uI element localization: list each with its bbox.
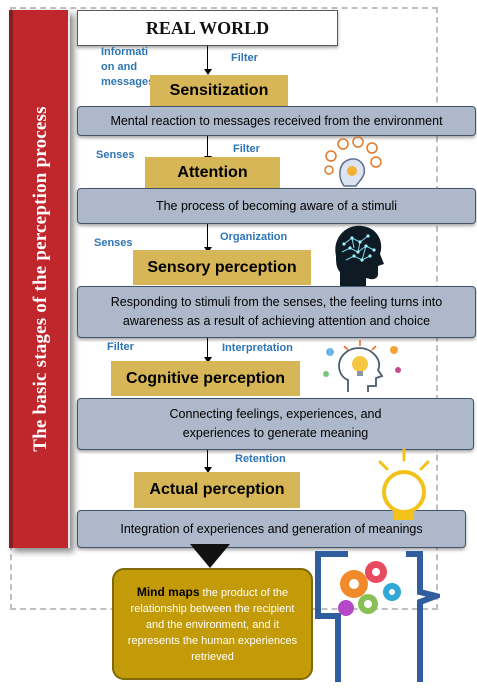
side-title: The basic stages of the perception proce… xyxy=(29,106,51,452)
arrow-head xyxy=(204,357,212,363)
mind-maps-title: Mind maps xyxy=(136,584,200,599)
side-title-bar: The basic stages of the perception proce… xyxy=(9,10,70,548)
arrow-line xyxy=(207,338,208,358)
arrow-line xyxy=(207,450,208,468)
stage-attention-description: The process of becoming aware of a stimu… xyxy=(77,188,476,224)
stage-sensitization-description: Mental reaction to messages received fro… xyxy=(77,106,476,136)
real-world-box: REAL WORLD xyxy=(77,10,338,46)
arrow-line xyxy=(207,136,208,158)
arrow-head xyxy=(204,69,212,75)
stage-sensory-perception: Sensory perception xyxy=(133,250,311,285)
stage-cognitive-perception-description: Connecting feelings, experiences, and ex… xyxy=(77,398,474,450)
brain-head-icon xyxy=(328,222,386,286)
organization-label: Organization xyxy=(220,231,288,243)
stage-cognitive-perception: Cognitive perception xyxy=(111,361,300,396)
stage-sensitization: Sensitization xyxy=(150,75,288,107)
down-arrow xyxy=(190,544,230,568)
filter-label: Filter xyxy=(233,143,260,155)
arrow-line xyxy=(207,46,208,70)
filter-label: Filter xyxy=(107,341,134,353)
filter-label: Filter xyxy=(231,52,258,64)
head-senses-icon xyxy=(322,134,382,190)
info-messages-label: Informati on and messages xyxy=(101,46,155,88)
senses-label: Senses xyxy=(96,149,135,161)
retention-label: Retention xyxy=(235,453,286,465)
stage-actual-perception: Actual perception xyxy=(134,472,300,508)
gears-head-icon xyxy=(288,446,447,682)
interpretation-label: Interpretation xyxy=(222,342,293,354)
stage-sensory-perception-description: Responding to stimuli from the senses, t… xyxy=(77,286,476,338)
mind-maps-box: Mind maps the product of the relationshi… xyxy=(112,568,313,680)
arrow-line xyxy=(207,224,208,248)
mind-maps-text: the product of the relationship between … xyxy=(127,586,298,663)
lightbulb-head-icon xyxy=(318,336,410,394)
stage-attention: Attention xyxy=(145,157,280,188)
arrow-head xyxy=(204,467,212,473)
senses-label: Senses xyxy=(94,237,133,249)
